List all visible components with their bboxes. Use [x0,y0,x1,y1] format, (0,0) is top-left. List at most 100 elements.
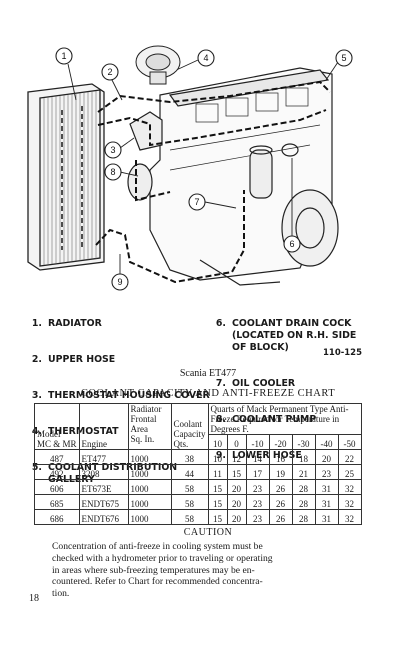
cell-quarts: 19 [268,464,293,480]
radiator-illustration [27,83,105,271]
engine-illustration [127,67,339,286]
cell-quarts: 26 [268,494,293,510]
callout-label-4: 4 [203,53,208,63]
cell-model: 685 [34,494,80,510]
cell-quarts: 28 [291,494,316,510]
legend-item: 6.COOLANT DRAIN COCK (LOCATED ON R.H. SI… [215,318,357,353]
header-radiator-area: Radiator Frontal Area Sq. In. [127,403,172,450]
cell-quarts: 15 [226,464,247,480]
cell-model: 606 [34,479,80,495]
callout-circle-1 [55,47,73,65]
page-number: 18 [29,593,39,604]
temp-header: 0 [226,434,247,450]
caution-line: in areas where sub-freezing temperatures… [52,564,255,576]
temp-header: -20 [268,434,293,450]
cell-quarts: 21 [291,464,316,480]
cell-quarts: 14 [245,449,270,465]
cell-area: 1000 [127,494,172,510]
table-row: 492 3208 1000 44 11 15 17 19 21 23 25 [34,464,362,480]
cell-model: 487 [34,449,80,465]
cell-quarts: 20 [226,479,247,495]
temp-header: -10 [245,434,270,450]
cell-engine: 3208 [78,464,129,480]
callout-circle-9 [111,273,129,291]
cooling-system-diagram: 1 2 3 4 5 6 7 8 9 [27,45,353,291]
cell-quarts: 23 [245,509,270,525]
callout-circle-5 [335,49,353,67]
coolant-flow-path [95,80,331,284]
caution-line: Concentration of anti-freeze in cooling … [52,541,263,552]
caution-line: checked with a hydrometer prior to trave… [52,552,273,564]
coolant-capacity-table: Model MC & MR Engine Radiator Frontal Ar… [34,403,362,525]
thermostat-inset [135,45,181,85]
callout-circle-7 [188,193,206,211]
temp-header: -30 [291,434,316,450]
legend-item: 7.OIL COOLER [215,378,296,389]
cell-quarts: 18 [291,449,316,465]
cell-quarts: 23 [314,464,339,480]
header-coolant-capacity: Coolant Capacity Qts. [170,403,209,450]
cell-quarts: 10 [207,449,228,465]
callout-circle-8 [104,163,122,181]
callout-label-6: 6 [289,239,294,249]
cell-engine: ENDT676 [78,509,129,525]
cell-quarts: 15 [207,479,228,495]
cell-quarts: 31 [314,509,339,525]
cell-capacity: 58 [170,479,209,495]
figure-reference: 110-125 [322,348,362,358]
caution-line: countered. Refer to Chart for recommende… [52,576,263,588]
caution-line: tion. [52,588,70,600]
temp-header: -50 [337,434,362,450]
cell-quarts: 22 [337,449,362,465]
cell-capacity: 38 [170,449,209,465]
header-antifreeze-quarts: Quarts of Mack Permanent Type Anti- Free… [207,403,362,435]
callout-label-5: 5 [341,53,346,63]
table-row: 487 ET477 1000 38 10 12 14 16 18 20 22 [34,449,362,465]
cell-model: 492 [34,464,80,480]
cell-capacity: 58 [170,494,209,510]
legend-item: 1.RADIATOR [31,318,102,329]
cell-capacity: 58 [170,509,209,525]
caution-paragraph: Concentration of anti-freeze in cooling … [52,541,374,600]
cell-area: 1000 [127,449,172,465]
cell-quarts: 25 [337,464,362,480]
legend-item: 3.THERMOSTAT HOUSING COVER [31,390,210,401]
cell-quarts: 31 [314,479,339,495]
callout-circle-6 [283,235,301,253]
caution-heading: CAUTION [183,527,233,538]
cell-quarts: 12 [226,449,247,465]
cell-quarts: 32 [337,479,362,495]
cell-engine: ET673E [78,479,129,495]
callout-label-1: 1 [61,51,66,61]
table-row: 686 ENDT676 1000 58 15 20 23 26 28 31 32 [34,509,362,525]
callout-label-2: 2 [107,67,112,77]
cell-engine: ENDT675 [78,494,129,510]
cell-quarts: 23 [245,479,270,495]
callout-circle-4 [197,49,215,67]
legend-item: 2.UPPER HOSE [31,354,116,365]
cell-quarts: 32 [337,509,362,525]
cell-quarts: 17 [245,464,270,480]
cell-quarts: 28 [291,479,316,495]
cell-engine: ET477 [78,449,129,465]
callout-circle-2 [101,63,119,81]
cell-area: 1000 [127,464,172,480]
cell-quarts: 26 [268,479,293,495]
cell-quarts: 26 [268,509,293,525]
cell-quarts: 28 [291,509,316,525]
cell-quarts: 32 [337,494,362,510]
callout-label-8: 8 [110,167,115,177]
cell-quarts: 16 [268,449,293,465]
table-header-row: Model MC & MR Engine Radiator Frontal Ar… [34,403,362,450]
cell-quarts: 11 [207,464,228,480]
table-temp-row: 10 0 -10 -20 -30 -40 -50 [35,434,362,450]
cell-area: 1000 [127,479,172,495]
table-row: 606 ET673E 1000 58 15 20 23 26 28 31 32 [34,479,362,495]
cell-quarts: 31 [314,494,339,510]
temp-header: 10 [207,434,228,450]
callout-circle-3 [104,141,122,159]
cell-area: 1000 [127,509,172,525]
cell-quarts: 15 [207,509,228,525]
cell-quarts: 20 [226,494,247,510]
cell-quarts: 20 [226,509,247,525]
